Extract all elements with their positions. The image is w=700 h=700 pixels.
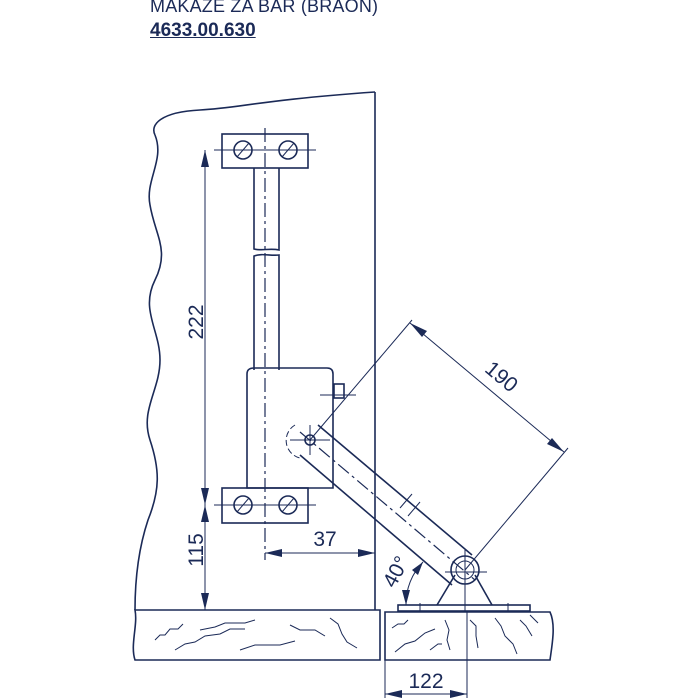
cabinet-floor xyxy=(132,609,381,661)
screw-icon xyxy=(278,140,298,160)
screw-icon xyxy=(233,495,253,515)
top-bracket xyxy=(214,133,316,169)
scissor-arm xyxy=(285,424,476,586)
screw-icon xyxy=(233,140,253,160)
svg-text:115: 115 xyxy=(185,533,208,566)
mechanism-housing xyxy=(246,367,356,489)
svg-text:37: 37 xyxy=(313,528,336,551)
dimension-angle-40: 40° xyxy=(379,553,424,606)
base-pivot xyxy=(397,550,531,612)
svg-text:122: 122 xyxy=(408,670,443,693)
dimension-222: 222 xyxy=(185,150,209,505)
dimension-115: 115 xyxy=(185,505,209,610)
bottom-bracket xyxy=(214,487,316,524)
svg-text:190: 190 xyxy=(480,357,522,397)
svg-text:222: 222 xyxy=(185,304,208,339)
dimension-122: 122 xyxy=(384,612,468,698)
dimension-190: 190 xyxy=(309,319,569,571)
vertical-rod xyxy=(253,168,280,370)
base-plank xyxy=(384,611,554,661)
screw-icon xyxy=(278,495,298,515)
cabinet-panel xyxy=(134,91,376,611)
dimension-37: 37 xyxy=(265,528,375,557)
drawing-title: MAKAZE ZA BAR (BRAON) xyxy=(150,0,379,16)
part-number: 4633.00.630 xyxy=(150,20,256,41)
